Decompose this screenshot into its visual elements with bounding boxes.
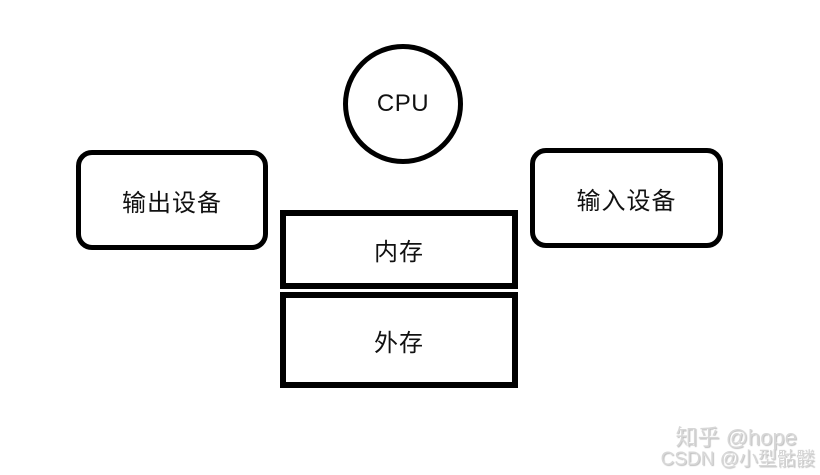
cpu-label: CPU [376, 90, 430, 117]
external-storage-node: 外存 [280, 292, 518, 388]
zhihu-watermark: 知乎 @hope [675, 425, 797, 450]
cpu-node: CPU [343, 44, 463, 164]
memory-node: 内存 [280, 210, 518, 289]
csdn-watermark: CSDN @小型骷髅 [660, 449, 815, 470]
output-device-node: 输出设备 [76, 150, 268, 250]
output-device-label: 输出设备 [122, 189, 222, 217]
watermarks: 知乎 @hope CSDN @小型骷髅 [660, 425, 815, 470]
memory-label: 内存 [374, 239, 424, 266]
input-device-node: 输入设备 [530, 148, 723, 248]
input-device-label: 输入设备 [576, 187, 677, 215]
external-storage-label: 外存 [374, 329, 424, 357]
